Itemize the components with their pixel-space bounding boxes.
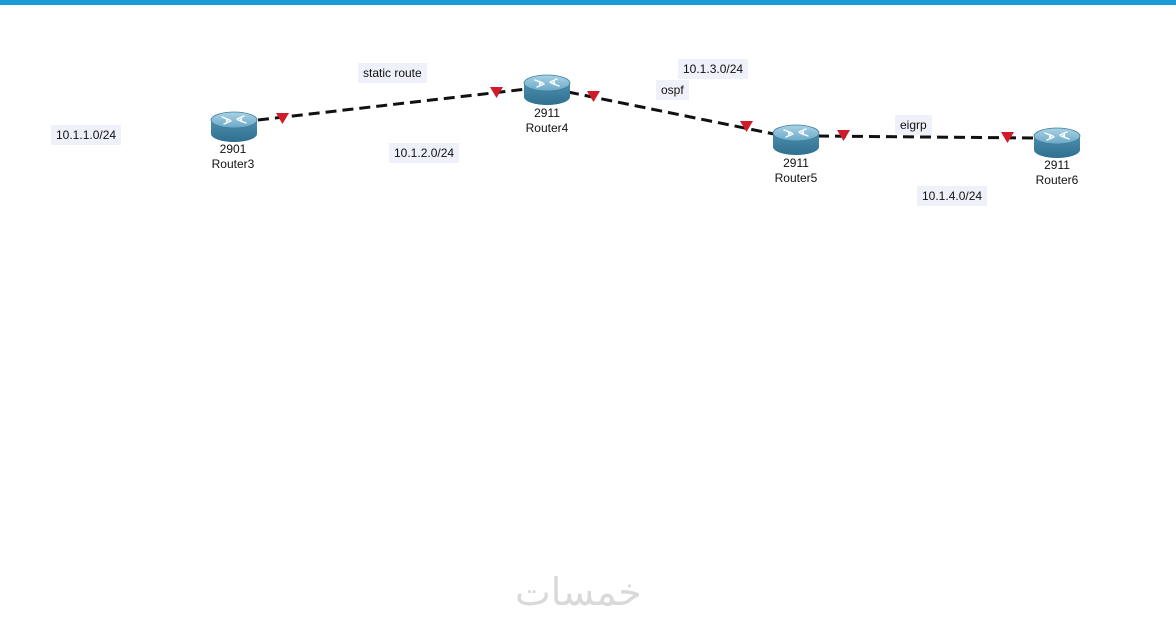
router4-name: Router4 [525,121,569,135]
router6-caption[interactable]: 2911 Router6 [1022,158,1092,188]
port-marker-icon [837,130,850,141]
top-accent-bar [0,0,1176,5]
port-marker-icon [1001,132,1014,143]
router6-name: Router6 [1035,173,1079,187]
link-router3-router4[interactable] [257,87,528,122]
router6-model: 2911 [1044,158,1070,172]
port-marker-icon [490,87,503,98]
router3-name: Router3 [211,157,255,171]
router3-caption[interactable]: 2901 Router3 [198,142,268,172]
router5-model: 2911 [783,156,809,170]
router5-caption[interactable]: 2911 Router5 [761,156,831,186]
port-marker-icon [587,91,600,102]
note-network-10-1-1-0[interactable]: 10.1.1.0/24 [51,125,122,145]
note-ospf[interactable]: ospf [656,80,689,100]
router4-caption[interactable]: 2911 Router4 [512,106,582,136]
link-router4-router5[interactable] [567,90,775,136]
port-marker-icon [276,113,289,124]
note-eigrp[interactable]: eigrp [895,115,932,135]
router4-model: 2911 [534,106,560,120]
note-network-10-1-4-0[interactable]: 10.1.4.0/24 [917,186,988,206]
router3-icon[interactable] [210,111,258,143]
note-network-10-1-2-0[interactable]: 10.1.2.0/24 [389,143,460,163]
link-router5-router6[interactable] [817,134,1035,140]
router3-model: 2901 [219,142,247,156]
note-static-route[interactable]: static route [358,63,427,83]
router5-icon[interactable] [772,124,820,156]
watermark-logo: خمسات [515,570,642,614]
port-marker-icon [740,121,753,132]
router4-icon[interactable] [523,74,571,106]
router6-icon[interactable] [1033,127,1081,159]
router5-name: Router5 [774,171,818,185]
note-network-10-1-3-0[interactable]: 10.1.3.0/24 [678,59,749,79]
